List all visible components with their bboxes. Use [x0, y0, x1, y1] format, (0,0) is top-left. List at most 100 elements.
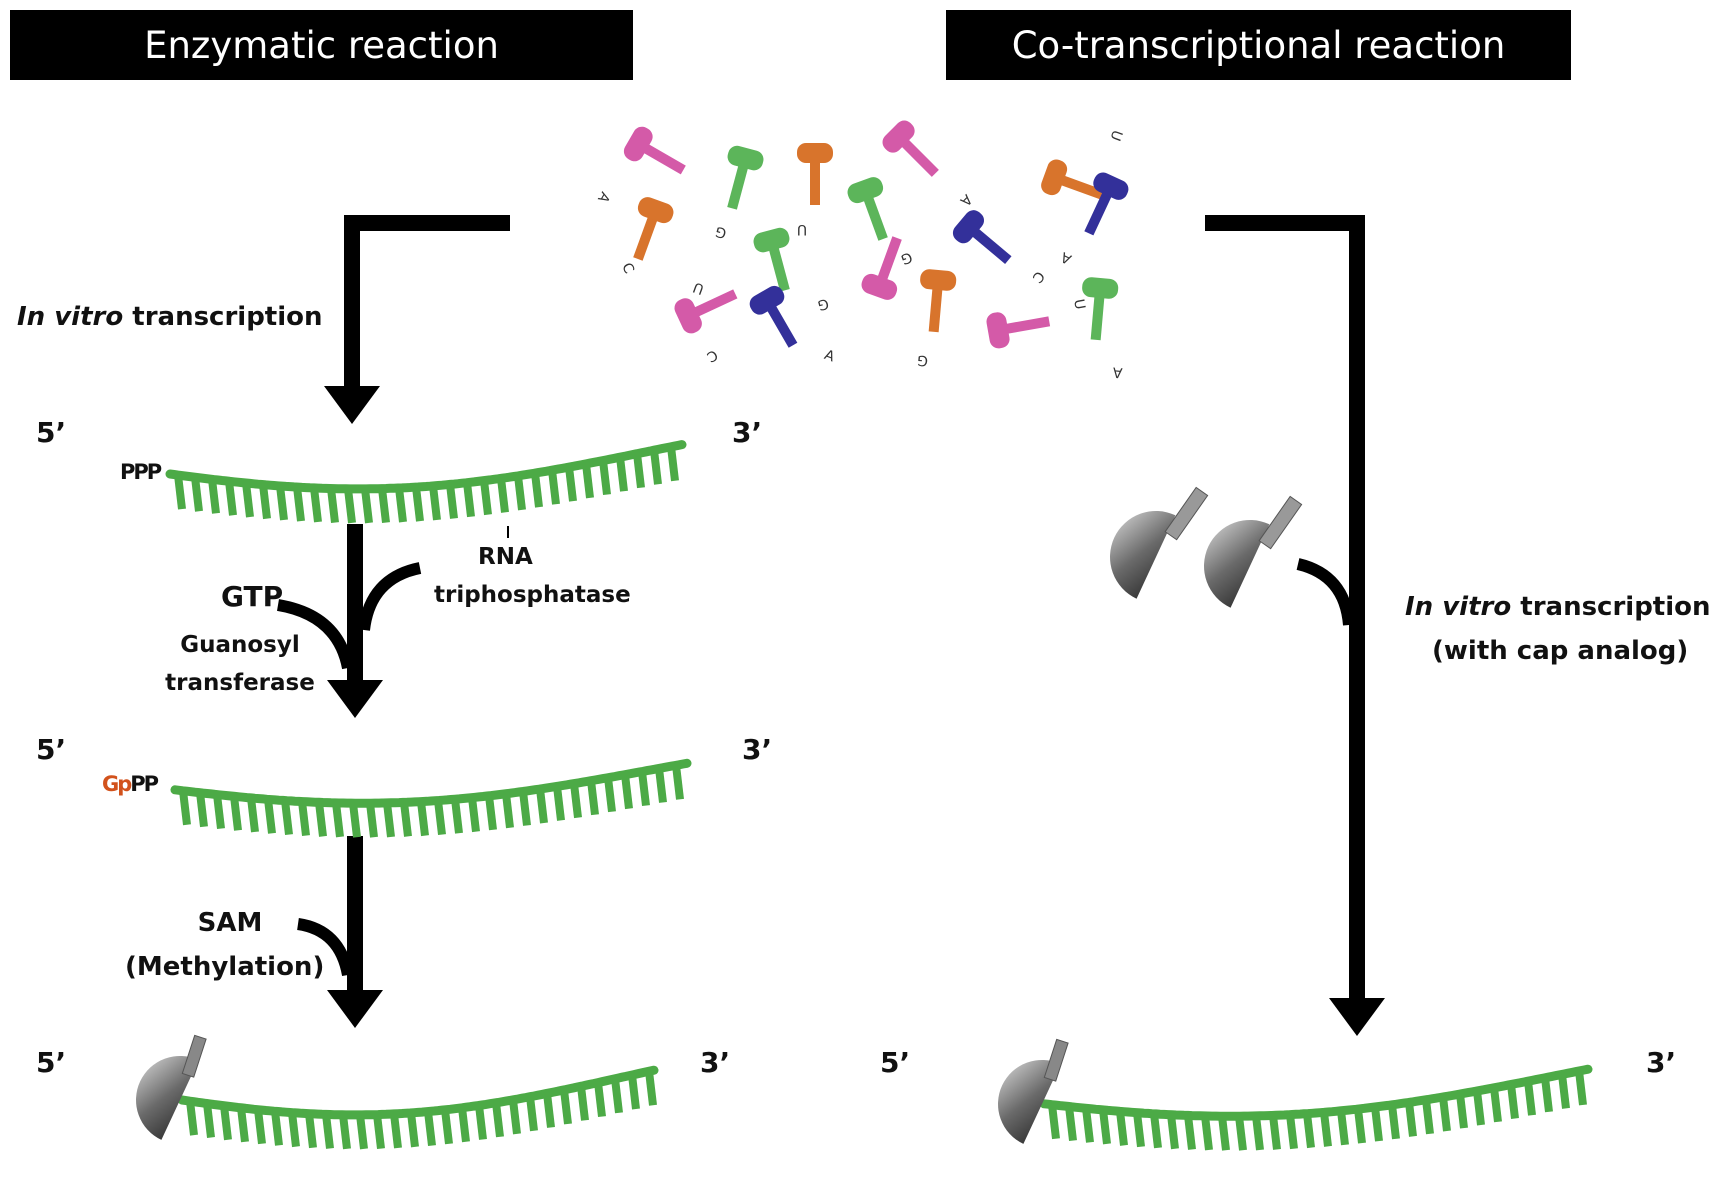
rna-base-tooth: [667, 446, 679, 482]
nucleotide-letter: G: [899, 248, 915, 267]
nucleotide: [920, 269, 957, 333]
rna-base-tooth: [1507, 1084, 1519, 1119]
rna-base-tooth: [480, 480, 492, 516]
sam-curve: [296, 918, 354, 977]
rna-base-tooth: [315, 801, 327, 837]
cap-analog-2: [1204, 495, 1303, 608]
rna-base-tooth: [230, 795, 242, 831]
nucleotide-head: [797, 143, 833, 163]
nucleotide-stem: [1084, 185, 1115, 236]
gtp-label: GTP: [221, 580, 284, 613]
rna-base-tooth: [553, 785, 565, 821]
rna-base-tooth: [519, 790, 531, 826]
rna-base-tooth: [645, 1070, 657, 1106]
nucleotide-head: [847, 177, 884, 204]
gppp-prefix: GpPP: [102, 772, 159, 796]
rna-base-tooth: [1473, 1090, 1485, 1126]
nucleotide-stem: [810, 155, 820, 205]
rna-base-tooth: [543, 1092, 555, 1128]
nucleotide-letter: A: [956, 191, 974, 209]
rna-base-tooth: [179, 790, 191, 826]
nucleotide: [623, 126, 686, 175]
ivt-rest-right: transcription: [1511, 592, 1711, 622]
nucleotide-stem: [1054, 173, 1105, 200]
rna-base-tooth: [628, 1074, 640, 1110]
nucleotide-head: [986, 312, 1010, 349]
rna-base-tooth: [429, 485, 441, 521]
nucleotide-head: [637, 197, 674, 224]
rna-base-tooth: [366, 802, 378, 838]
rna-base-tooth: [1252, 1115, 1264, 1151]
rna-base-tooth: [468, 797, 480, 833]
ivt-label-left: In vitro transcription: [17, 302, 323, 332]
rna-base-tooth: [390, 1113, 402, 1149]
nucleotide: [753, 227, 790, 292]
rna-base-tooth: [599, 460, 611, 496]
rna-base-tooth: [332, 802, 344, 838]
methylation-label: (Methylation): [125, 952, 325, 982]
rna-base-tooth: [191, 476, 203, 512]
rna-base-tooth: [395, 487, 407, 523]
rna-base-tooth: [441, 1109, 453, 1145]
rna-base-tooth: [492, 1102, 504, 1138]
rna-strand-capped-cotranscriptional: [1039, 1064, 1593, 1151]
nucleotide: [1084, 172, 1129, 236]
nucleotide-stem: [687, 289, 738, 320]
five-prime-label-2: 5’: [36, 733, 67, 766]
rna-base-tooth: [458, 1107, 470, 1143]
cap-analog-curve: [1296, 558, 1355, 626]
rna-base-tooth: [1099, 1109, 1111, 1145]
three-prime-label-3: 3’: [700, 1046, 731, 1079]
nucleotide: [674, 289, 738, 334]
triphosphatase-label: triphosphatase: [434, 582, 631, 608]
rna-base-tooth: [497, 477, 509, 513]
sam-label: SAM: [197, 908, 263, 938]
rna-base-tooth: [1371, 1106, 1383, 1142]
rna-base-tooth: [1184, 1114, 1196, 1150]
rna-base-tooth: [1422, 1099, 1434, 1135]
rna-base-tooth: [400, 801, 412, 837]
nucleotide-stem: [727, 158, 750, 210]
five-prime-label-1: 5’: [36, 416, 67, 449]
rna-base-tooth: [220, 1105, 232, 1141]
rna-base-tooth: [509, 1099, 521, 1135]
ivt-label-right: In vitro transcription: [1405, 592, 1711, 622]
nucleotide-stem: [999, 316, 1051, 335]
rna-base-tooth: [1541, 1077, 1553, 1113]
rna-base-tooth: [383, 802, 395, 838]
rna-base-tooth: [514, 475, 526, 511]
rna-base-tooth: [621, 774, 633, 810]
rna-base-tooth: [339, 1114, 351, 1150]
rna-base-tooth: [203, 1103, 215, 1138]
nucleotide-head: [623, 126, 653, 162]
rna-base-tooth: [327, 488, 339, 524]
rna-base-tooth: [208, 478, 220, 514]
rna-base-tooth: [1167, 1114, 1179, 1150]
rna-backbone: [1039, 1064, 1593, 1121]
ivt-italic-left: In vitro: [17, 302, 124, 332]
rna-base-tooth: [1082, 1107, 1094, 1143]
rna-base-tooth: [281, 800, 293, 836]
nucleotide-letter: A: [1112, 364, 1123, 381]
rna-label: RNA: [478, 544, 533, 570]
rna-base-tooth: [616, 456, 628, 492]
rna-base-tooth: [1286, 1114, 1298, 1150]
nucleotide-letter: U: [691, 278, 706, 297]
nucleotide-stem: [966, 224, 1012, 264]
nucleotide-head: [1082, 277, 1119, 299]
nucleotide: [861, 236, 902, 300]
rna-base-tooth: [310, 487, 322, 523]
nucleotide-head: [952, 210, 985, 244]
nucleotide-head: [882, 120, 915, 153]
header-cotranscriptional: Co-transcriptional reaction: [946, 10, 1571, 80]
three-prime-label-4: 3’: [1646, 1046, 1677, 1079]
rna-base-tooth: [424, 1111, 436, 1147]
rna-base-tooth: [1337, 1110, 1349, 1146]
rna-base-tooth: [463, 482, 475, 518]
rna-base-tooth: [1150, 1113, 1162, 1149]
nucleotide-letter: G: [917, 352, 929, 369]
rna-base-tooth: [349, 802, 361, 838]
rna-base-tooth: [259, 484, 271, 520]
rna-base-tooth: [672, 764, 684, 800]
